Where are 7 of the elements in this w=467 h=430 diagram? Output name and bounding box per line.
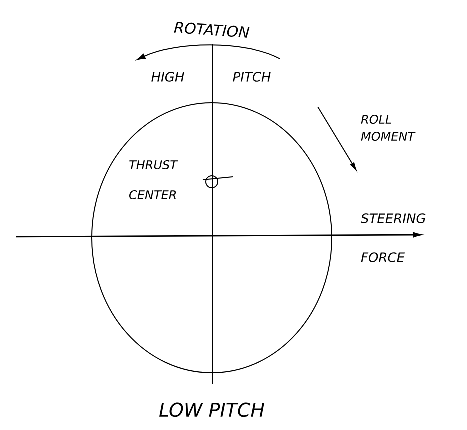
label: PITCH <box>233 72 271 82</box>
label: LOW PITCH <box>160 402 264 418</box>
label: HIGH <box>152 72 184 82</box>
label: STEERING FORCE <box>361 214 426 262</box>
label: THRUST CENTER <box>130 160 178 200</box>
label: ROTATION <box>174 22 250 38</box>
label: ROLL MOMENT <box>361 114 416 142</box>
